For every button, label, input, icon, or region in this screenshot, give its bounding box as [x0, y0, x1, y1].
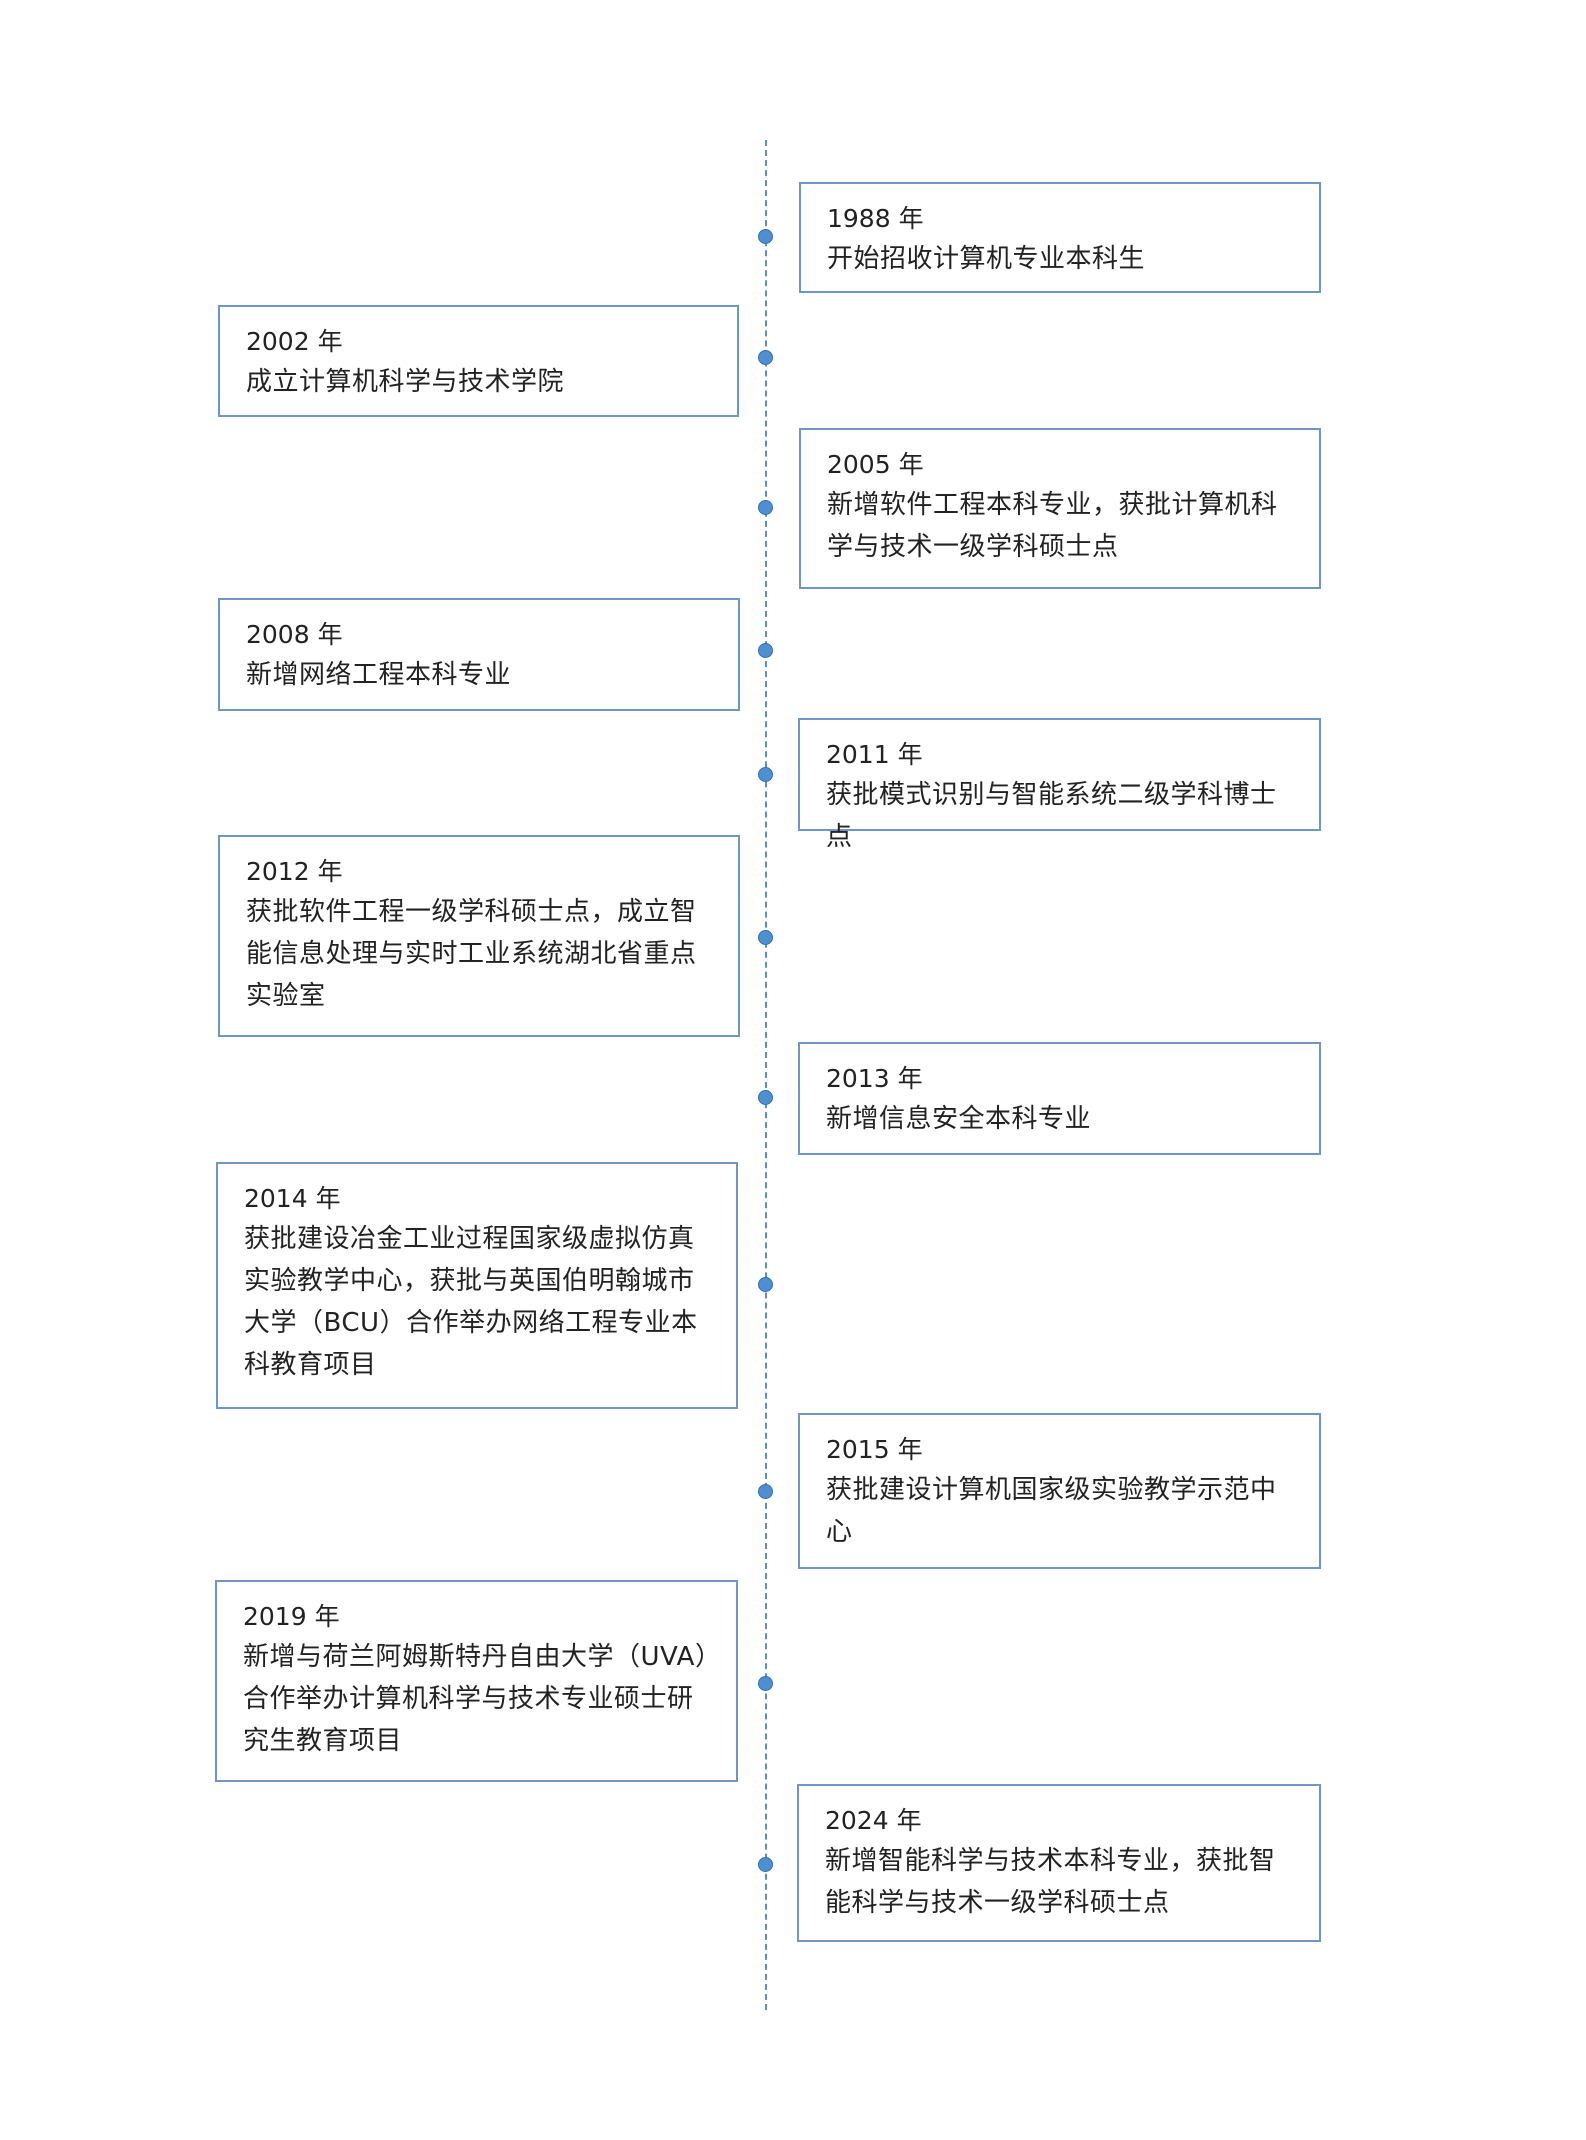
timeline-event-2011: 2011 年 获批模式识别与智能系统二级学科博士点	[798, 718, 1321, 852]
event-description: 获批建设计算机国家级实验教学示范中心	[826, 1475, 1277, 1547]
event-year: 2024 年	[825, 1806, 922, 1835]
timeline-node	[758, 643, 773, 658]
timeline-event-2024: 2024 年 新增智能科学与技术本科专业，获批智能科学与技术一级学科硕士点	[797, 1784, 1321, 1942]
timeline-node	[758, 1484, 773, 1499]
timeline-event-2005: 2005 年 新增软件工程本科专业，获批计算机科学与技术一级学科硕士点	[799, 428, 1321, 589]
timeline-node	[758, 350, 773, 365]
event-description: 成立计算机科学与技术学院	[246, 367, 565, 397]
event-description: 获批模式识别与智能系统二级学科博士点	[826, 780, 1277, 852]
event-year: 2015 年	[826, 1435, 923, 1464]
event-year: 2008 年	[246, 620, 343, 649]
timeline-event-2014: 2014 年 获批建设冶金工业过程国家级虚拟仿真实验教学中心，获批与英国伯明翰城…	[216, 1162, 738, 1409]
timeline-node	[758, 1857, 773, 1872]
event-year: 2012 年	[246, 857, 343, 886]
event-year: 2005 年	[827, 450, 924, 479]
event-description: 新增软件工程本科专业，获批计算机科学与技术一级学科硕士点	[827, 490, 1278, 562]
event-description: 新增智能科学与技术本科专业，获批智能科学与技术一级学科硕士点	[825, 1846, 1276, 1918]
timeline-node	[758, 500, 773, 515]
event-description: 开始招收计算机专业本科生	[827, 244, 1146, 274]
timeline-node	[758, 229, 773, 244]
timeline-node	[758, 930, 773, 945]
event-year: 1988 年	[827, 204, 924, 233]
timeline-node	[758, 1277, 773, 1292]
timeline-node	[758, 1090, 773, 1105]
timeline-event-2012: 2012 年 获批软件工程一级学科硕士点，成立智能信息处理与实时工业系统湖北省重…	[218, 835, 740, 1037]
timeline-event-2002: 2002 年 成立计算机科学与技术学院	[218, 305, 739, 417]
timeline-event-1988: 1988 年 开始招收计算机专业本科生	[799, 182, 1321, 293]
event-year: 2013 年	[826, 1064, 923, 1093]
event-description: 新增与荷兰阿姆斯特丹自由大学（UVA）合作举办计算机科学与技术专业硕士研究生教育…	[243, 1642, 709, 1756]
event-year: 2011 年	[826, 740, 923, 769]
event-description: 新增网络工程本科专业	[246, 660, 512, 690]
timeline-event-2019: 2019 年 新增与荷兰阿姆斯特丹自由大学（UVA）合作举办计算机科学与技术专业…	[215, 1580, 738, 1782]
timeline-axis	[765, 140, 767, 2010]
event-year: 2002 年	[246, 327, 343, 356]
timeline-event-2013: 2013 年 新增信息安全本科专业	[798, 1042, 1321, 1155]
event-year: 2014 年	[244, 1184, 341, 1213]
event-year: 2019 年	[243, 1602, 340, 1631]
event-description: 新增信息安全本科专业	[826, 1104, 1092, 1134]
timeline-event-2015: 2015 年 获批建设计算机国家级实验教学示范中心	[798, 1413, 1321, 1569]
timeline-event-2008: 2008 年 新增网络工程本科专业	[218, 598, 740, 711]
timeline-node	[758, 1676, 773, 1691]
event-description: 获批软件工程一级学科硕士点，成立智能信息处理与实时工业系统湖北省重点实验室	[246, 897, 697, 1011]
timeline-node	[758, 767, 773, 782]
event-description: 获批建设冶金工业过程国家级虚拟仿真实验教学中心，获批与英国伯明翰城市大学（BCU…	[244, 1224, 698, 1380]
